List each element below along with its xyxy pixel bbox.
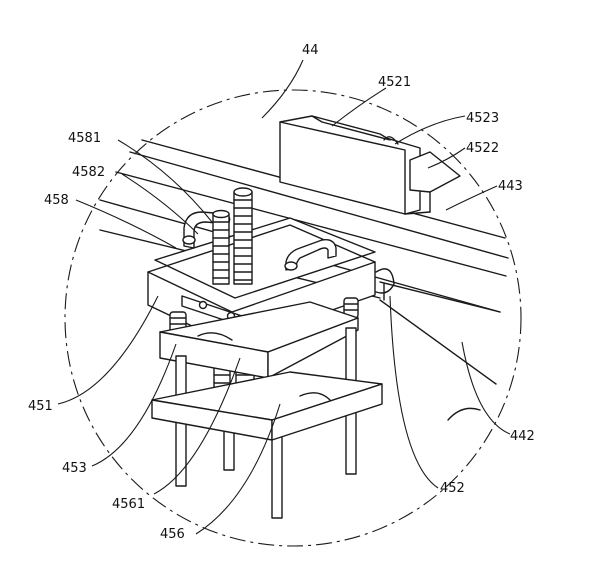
label-458: 458: [44, 193, 69, 208]
label-4561: 4561: [112, 497, 145, 512]
label-4522: 4522: [466, 141, 499, 156]
slider-block: [279, 115, 461, 215]
label-443: 443: [498, 179, 523, 194]
label-4581: 4581: [68, 131, 101, 146]
right-handle: [284, 238, 337, 271]
bottom-plate: [151, 371, 383, 441]
leader-lines: [57, 59, 511, 535]
label-4582: 4582: [72, 165, 105, 180]
label-452: 452: [440, 481, 465, 496]
label-451: 451: [28, 399, 53, 414]
threaded-rods: [212, 187, 255, 412]
label-453: 453: [62, 461, 87, 476]
detail-boundary-circle: [64, 89, 522, 547]
part-labels: 44 4521 4523 4522 443 4581 4582 458 451 …: [28, 43, 535, 542]
label-442: 442: [510, 429, 535, 444]
label-4521: 4521: [378, 75, 411, 90]
label-456: 456: [160, 527, 185, 542]
label-44: 44: [302, 43, 319, 58]
label-4523: 4523: [466, 111, 499, 126]
